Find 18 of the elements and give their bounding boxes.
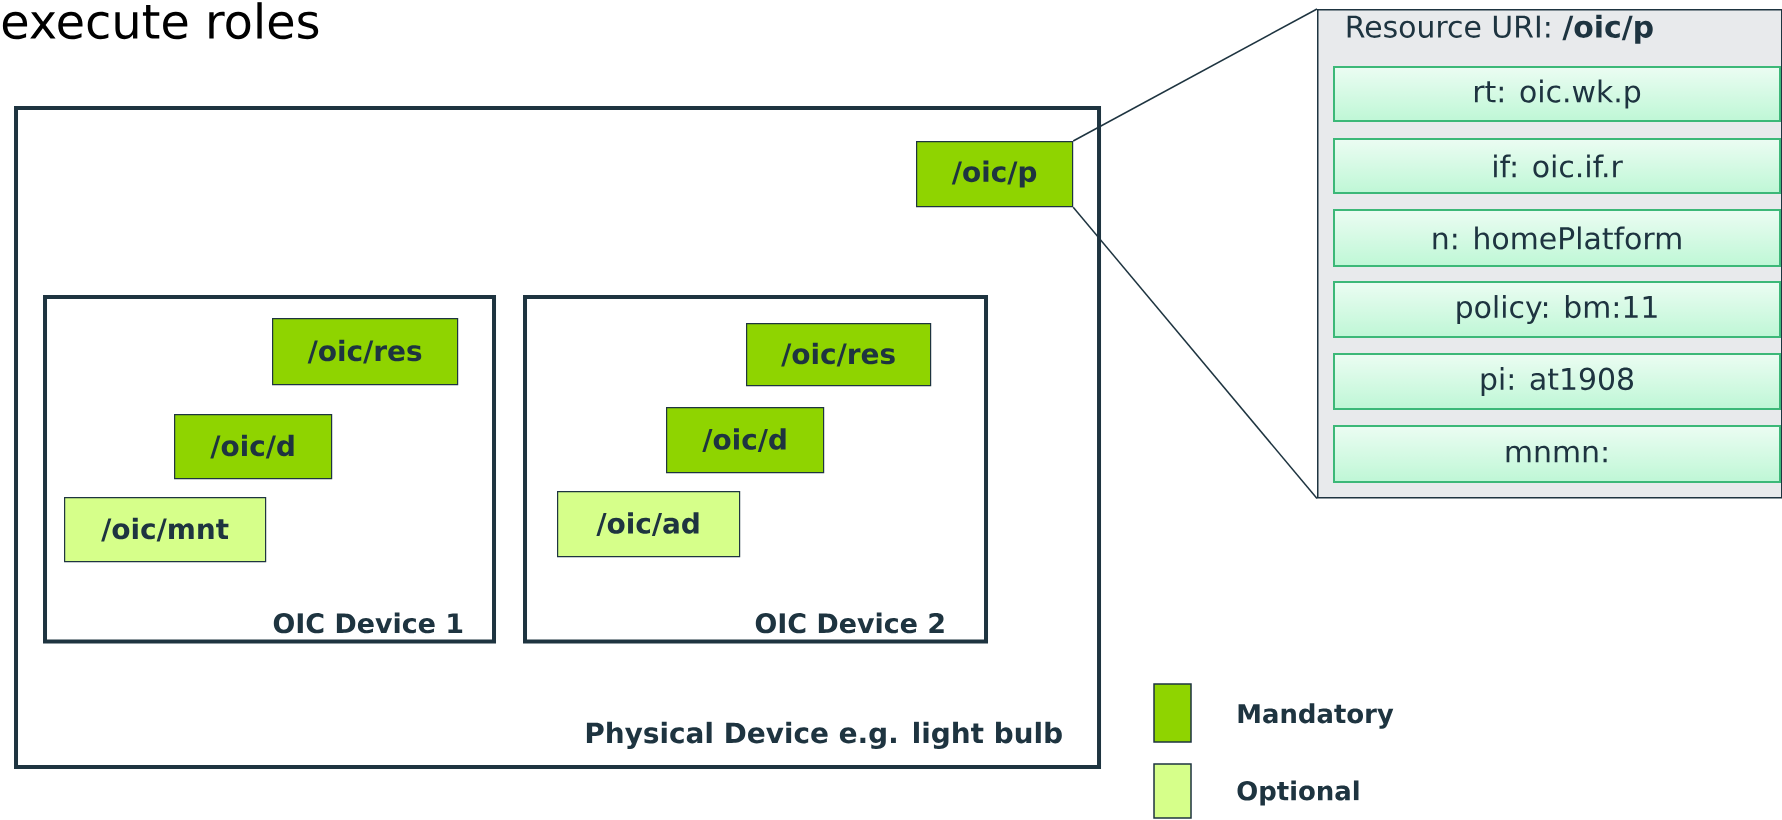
connector-line — [1072, 206, 1318, 500]
resource-box: /oic/d — [174, 414, 333, 480]
legend-label: Optional — [1237, 780, 1359, 806]
property-row: rt: oic.wk.p — [1333, 66, 1781, 122]
property-row: pi: at1908 — [1333, 353, 1781, 410]
legend-label: Mandatory — [1238, 703, 1394, 729]
resource-box: /oic/res — [272, 318, 459, 386]
connector-line — [1072, 8, 1318, 142]
property-row: n: homePlatform — [1333, 209, 1781, 267]
property-row: mnmn: — [1333, 425, 1781, 483]
property-row: if: oic.if.r — [1333, 138, 1781, 194]
resource-box: /oic/p — [916, 141, 1074, 208]
resource-box: /oic/d — [666, 407, 825, 474]
resource-box: /oic/mnt — [64, 497, 267, 563]
property-row: policy: bm:11 — [1333, 281, 1781, 338]
title: execute roles — [2, 2, 319, 40]
resource-box: /oic/res — [746, 323, 932, 387]
resource-box: /oic/ad — [557, 491, 741, 558]
